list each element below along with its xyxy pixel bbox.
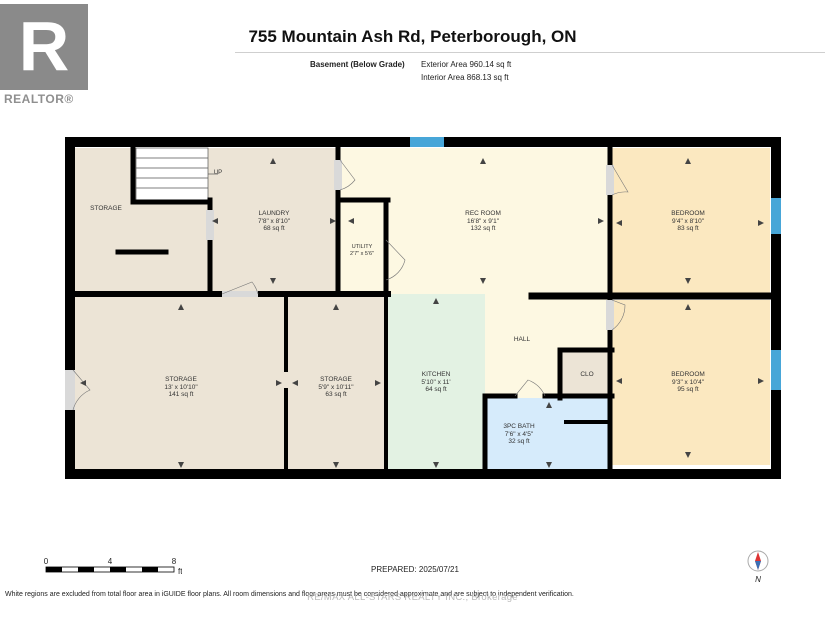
dimension-ticks: [80, 158, 764, 468]
room-fill-kitchen: [386, 294, 485, 470]
room-name: STORAGE: [90, 205, 122, 212]
room-dims: 5'10" x 11': [421, 378, 451, 386]
room-name: REC ROOM: [465, 210, 501, 217]
room-dims: 5'9" x 10'11": [318, 383, 354, 391]
room-fill-bedroom1: [610, 148, 770, 294]
room-area: 64 sq ft: [425, 386, 447, 393]
stairs-up-label: UP: [213, 170, 223, 176]
room-name: CLO: [580, 371, 594, 378]
scale-tick-4: 4: [108, 557, 113, 566]
room-name: 3PC BATH: [503, 423, 535, 430]
room-area: 141 sq ft: [168, 391, 194, 398]
title-divider: [235, 52, 825, 53]
door-swings: [72, 159, 629, 411]
room-name: HALL: [513, 336, 531, 343]
room-area: 132 sq ft: [470, 225, 496, 232]
room-rec-room: REC ROOM 16'8" x 9'1" 132 sq ft: [465, 210, 501, 233]
room-name: LAUNDRY: [258, 210, 290, 217]
footnote: White regions are excluded from total fl…: [5, 591, 574, 598]
room-storage-mid: STORAGE 5'9" x 10'11" 63 sq ft: [318, 376, 353, 399]
room-dims: 7'6" x 4'5": [504, 430, 534, 438]
logo-monogram: R: [19, 7, 70, 85]
room-area: 32 sq ft: [508, 438, 530, 445]
walls: [65, 137, 781, 479]
room-hall: HALL: [514, 336, 530, 344]
room-area: 63 sq ft: [325, 391, 347, 398]
logo-text: REALTOR®: [4, 92, 74, 106]
room-area: 68 sq ft: [263, 225, 285, 232]
room-kitchen: KITCHEN 5'10" x 11' 64 sq ft: [421, 371, 450, 394]
room-clo: CLO: [580, 371, 593, 379]
room-fill-clo: [560, 350, 610, 398]
room-fill-laundry: [208, 148, 338, 294]
interior-area: Interior Area 868.13 sq ft: [421, 73, 509, 82]
room-name: UTILITY: [351, 244, 373, 250]
room-fill-storage-mid: [286, 294, 386, 470]
room-utility: UTILITY 2'7" x 5'6": [350, 244, 374, 257]
room-name: BEDROOM: [671, 210, 705, 217]
exterior-area: Exterior Area 960.14 sq ft: [421, 60, 512, 69]
room-name: STORAGE: [320, 376, 352, 383]
windows: [410, 137, 781, 390]
room-fill-storage-sw: [72, 294, 286, 470]
room-dims: 9'3" x 10'4": [671, 378, 705, 386]
compass-label: N: [755, 575, 761, 584]
room-laundry: LAUNDRY 7'8" x 8'10" 68 sq ft: [258, 210, 290, 233]
room-dims: 9'4" x 8'10": [671, 217, 705, 225]
compass-icon: N: [747, 550, 769, 584]
scale-tick-8: 8: [172, 557, 177, 566]
room-name: KITCHEN: [421, 371, 451, 378]
watermark: RE/MAX ALL-STARS REALTY INC., Brokerage: [307, 592, 518, 603]
stairs: [135, 147, 218, 201]
room-storage-sw: STORAGE 13' x 10'10" 141 sq ft: [164, 376, 197, 399]
room-dims: 13' x 10'10": [164, 383, 198, 391]
room-area: 83 sq ft: [677, 225, 699, 232]
page-title: 755 Mountain Ash Rd, Peterborough, ON: [248, 27, 577, 46]
room-area: 95 sq ft: [677, 386, 699, 393]
scale-tick-0: 0: [44, 557, 49, 566]
room-fill-rec-room: [338, 148, 610, 294]
room-fill-bedroom2: [610, 300, 770, 465]
room-dims: 2'7" x 5'6": [349, 250, 375, 257]
room-bath: 3PC BATH 7'6" x 4'5" 32 sq ft: [503, 423, 534, 446]
room-name: BEDROOM: [671, 371, 705, 378]
room-bedroom-2: BEDROOM 9'3" x 10'4" 95 sq ft: [671, 371, 705, 394]
door-openings: [65, 160, 614, 410]
room-fill-bath: [485, 398, 610, 470]
room-name: STORAGE: [165, 376, 197, 383]
room-dims: 16'8" x 9'1": [466, 217, 500, 225]
realtor-logo: R: [0, 4, 88, 90]
level-label: Basement (Below Grade): [310, 60, 405, 69]
room-storage-nw: STORAGE: [90, 205, 122, 213]
scale-unit: ft: [178, 567, 182, 576]
room-bedroom-1: BEDROOM 9'4" x 8'10" 83 sq ft: [671, 210, 705, 233]
scale-bar: 0 4 8 ft: [44, 557, 182, 576]
prepared-date: PREPARED: 2025/07/21: [371, 565, 459, 574]
room-dims: 7'8" x 8'10": [257, 217, 291, 225]
